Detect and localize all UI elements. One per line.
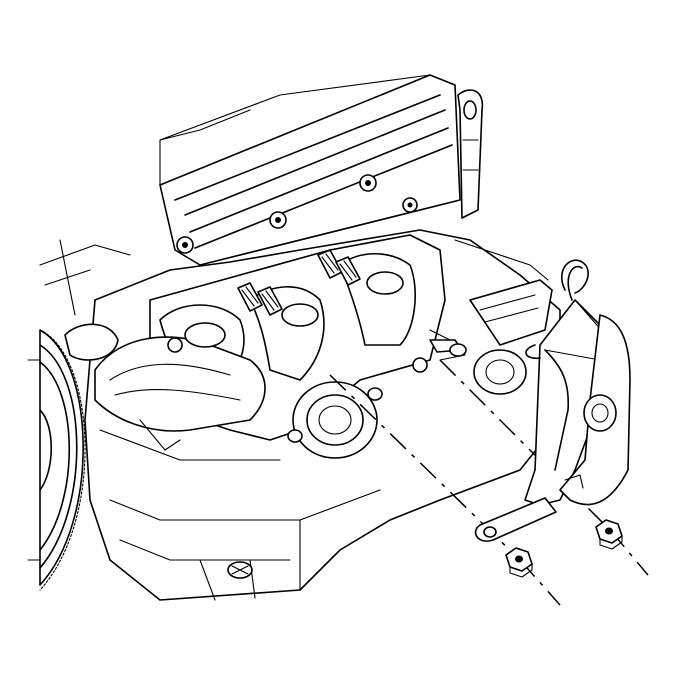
nuts xyxy=(505,519,623,578)
exhaust-manifold xyxy=(94,234,466,459)
manifold-studs xyxy=(237,249,467,357)
valve-cover xyxy=(159,74,484,266)
stud-2 xyxy=(257,286,283,316)
background-detail xyxy=(39,239,549,451)
flywheel xyxy=(27,329,86,591)
nut-left xyxy=(505,547,533,578)
stud-4 xyxy=(335,256,361,286)
valve-cover-bolts xyxy=(176,174,418,254)
nut-right xyxy=(595,519,623,550)
heat-shield-bracket xyxy=(474,259,631,542)
stud-1 xyxy=(237,282,263,312)
manifold-outlet-flange xyxy=(287,381,383,459)
